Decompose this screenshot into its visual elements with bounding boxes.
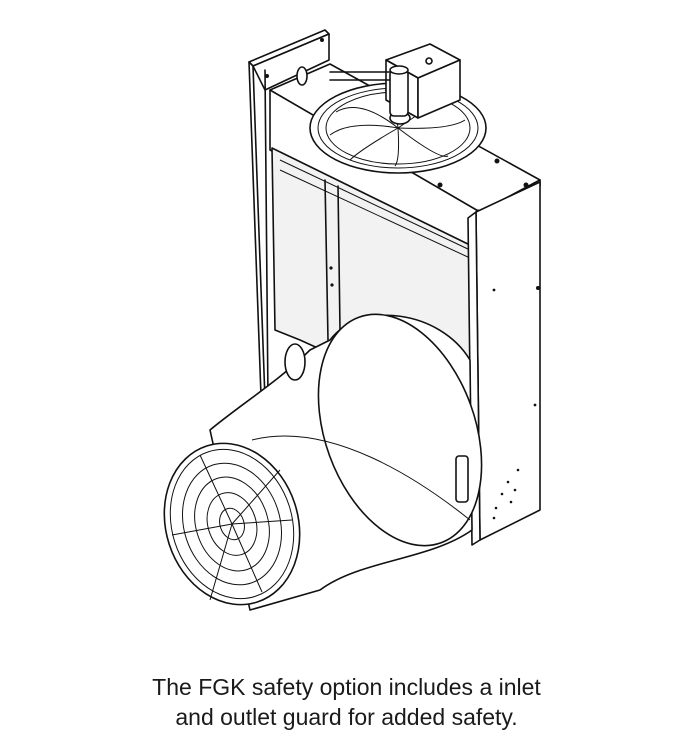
left-side-panel	[248, 29, 330, 401]
caption-line-1: The FGK safety option includes a inlet	[152, 674, 541, 700]
fan-unit-illustration	[163, 29, 541, 611]
caption-line-2: and outlet guard for added safety.	[175, 704, 518, 730]
outlet-guard	[163, 442, 301, 606]
figure-caption: The FGK safety option includes a inlet a…	[0, 672, 693, 732]
motor-junction-box	[296, 43, 461, 119]
